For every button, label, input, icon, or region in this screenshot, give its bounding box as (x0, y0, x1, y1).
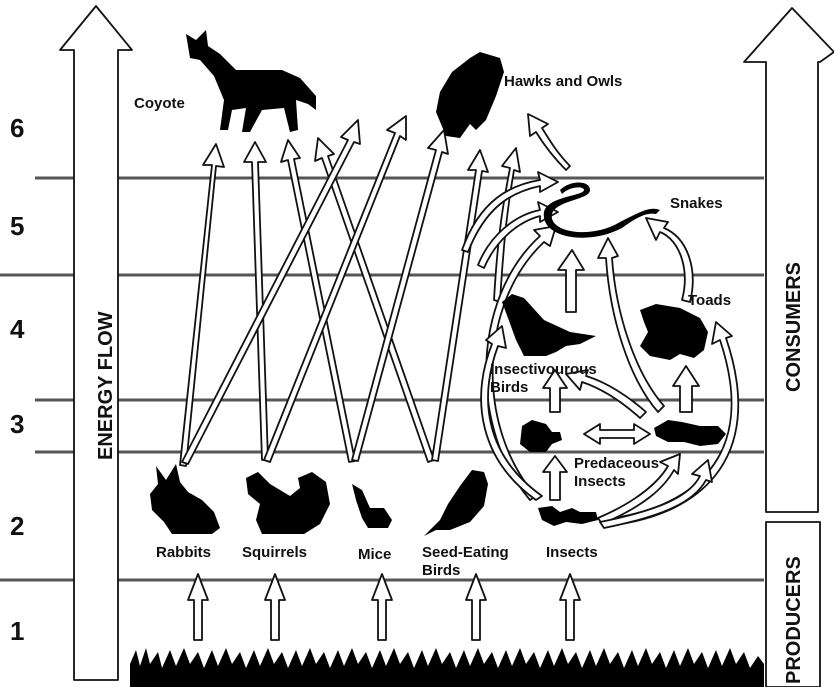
seed-bird-icon (424, 470, 488, 536)
label-insects: Insects (546, 544, 598, 561)
spider-icon (520, 420, 562, 452)
coyote-icon (186, 30, 316, 132)
consumers-arrow: CONSUMERS (744, 8, 834, 512)
arrow-grass-mice (372, 574, 392, 640)
label-toads: Toads (688, 292, 731, 309)
arrow-mice-coyote (281, 140, 355, 462)
label-seed-1: Seed-Eating (422, 544, 509, 561)
arrow-grass-seed-birds (466, 574, 486, 640)
energy-flow-label: ENERGY FLOW (95, 311, 117, 460)
arrow-seed-hawks (432, 150, 488, 461)
label-mice: Mice (358, 546, 391, 563)
level-number-3: 3 (10, 409, 24, 439)
arrow-birds-snakes (558, 250, 584, 312)
level-number-2: 2 (10, 511, 24, 541)
consumers-label: CONSUMERS (783, 262, 805, 392)
mouse-icon (352, 484, 392, 528)
level-numbers: 6 5 4 3 2 1 (10, 113, 25, 646)
snake-icon (544, 183, 660, 238)
insectivorous-bird-icon (502, 294, 596, 356)
producers-label: PRODUCERS (783, 556, 805, 684)
label-seed-2: Birds (422, 562, 460, 579)
squirrel-icon (246, 472, 330, 534)
label-snakes: Snakes (670, 195, 723, 212)
grass (130, 648, 764, 687)
level-number-4: 4 (10, 314, 25, 344)
beetle-icon (654, 420, 726, 446)
label-hawks-owls: Hawks and Owls (504, 73, 622, 90)
hawk-icon (436, 52, 504, 138)
ant-icon (538, 506, 598, 526)
level-number-5: 5 (10, 211, 24, 241)
arrow-predaceous-double (584, 424, 650, 444)
rabbit-icon (150, 464, 220, 534)
label-predaceous-2: Insects (574, 473, 626, 490)
label-coyote: Coyote (134, 95, 185, 112)
arrow-grass-insects (560, 574, 580, 640)
toad-icon (640, 304, 708, 360)
arrow-grass-squirrels (265, 574, 285, 640)
arrow-mice-hawks (352, 130, 448, 461)
level-number-1: 1 (10, 616, 24, 646)
arrow-insects-spider (543, 456, 567, 500)
label-insectivorous-2: Birds (490, 379, 528, 396)
label-squirrels: Squirrels (242, 544, 307, 561)
arrow-predaceous-toads (673, 366, 699, 412)
label-predaceous-1: Predaceous (574, 455, 659, 472)
producer-arrows (188, 574, 580, 640)
arrow-snakes-hawks (528, 114, 570, 170)
arrow-grass-rabbits (188, 574, 208, 640)
label-rabbits: Rabbits (156, 544, 211, 561)
level-number-6: 6 (10, 113, 24, 143)
label-insectivorous-1: Insectivourous (490, 361, 597, 378)
producers-box: PRODUCERS (766, 522, 820, 687)
arrow-rabbits-coyote (180, 144, 224, 466)
arrow-toads-snakes (646, 218, 693, 302)
